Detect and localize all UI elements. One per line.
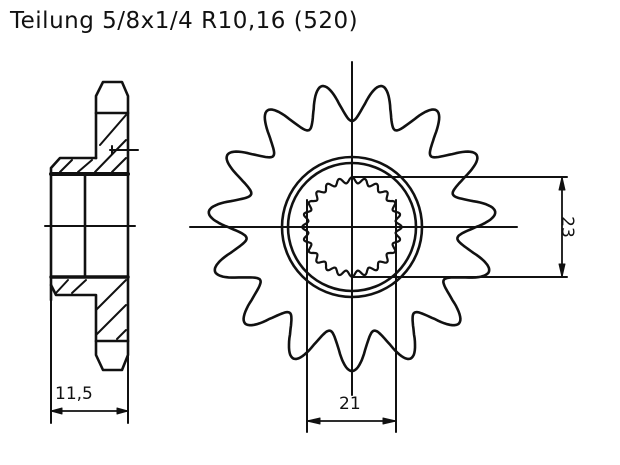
front-view — [189, 61, 568, 433]
page-title: Teilung 5/8x1/4 R10,16 (520) — [10, 8, 359, 34]
side-view — [44, 80, 139, 424]
spline-height-dimension: 23 — [556, 216, 577, 238]
side-width-dimension: 11,5 — [55, 384, 93, 404]
spline-width-dimension: 21 — [339, 394, 361, 414]
